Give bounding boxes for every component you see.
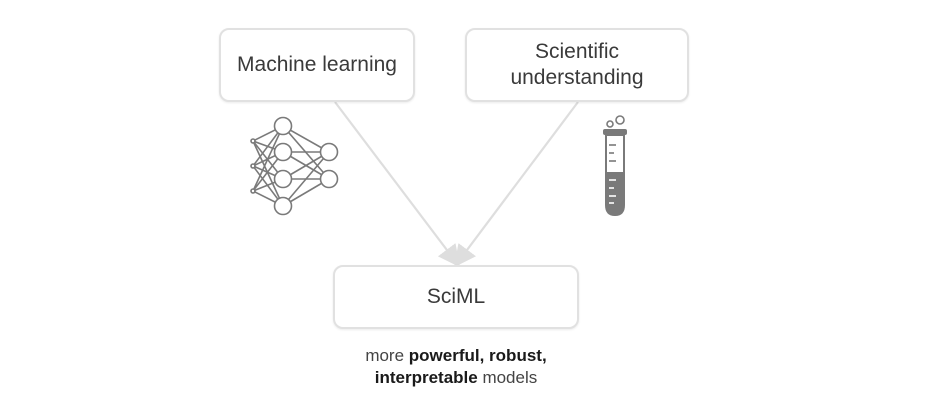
machine-learning-label: Machine learning bbox=[237, 52, 397, 76]
arrow-ml-to-sciml bbox=[334, 101, 460, 268]
bubble-small bbox=[606, 120, 614, 128]
caption-plain-1: more bbox=[365, 346, 409, 365]
arrow-sci-to-sciml bbox=[454, 101, 579, 268]
tube-liquid bbox=[606, 172, 624, 215]
caption-line-2: interpretable models bbox=[300, 367, 612, 389]
scientific-understanding-label: Scientific understanding bbox=[510, 39, 644, 89]
test-tube-icon bbox=[603, 115, 627, 217]
caption-line-1: more powerful, robust, bbox=[300, 345, 612, 367]
caption-bold-1: powerful, robust, bbox=[408, 346, 547, 365]
caption: more powerful, robust, interpretable mod… bbox=[300, 345, 612, 389]
caption-bold-2: interpretable bbox=[374, 368, 478, 387]
scientific-understanding-box: Scientific understanding bbox=[465, 28, 689, 102]
neural-network-icon bbox=[250, 116, 339, 216]
nn-nodes bbox=[250, 116, 339, 216]
machine-learning-box: Machine learning bbox=[219, 28, 415, 102]
tube-liquid-markings bbox=[609, 179, 616, 204]
tube-markings bbox=[609, 144, 616, 162]
caption-plain-2: models bbox=[477, 368, 538, 387]
sciml-box: SciML bbox=[333, 265, 579, 329]
nn-connections bbox=[252, 125, 330, 207]
bubble-large bbox=[615, 115, 625, 125]
sciml-label: SciML bbox=[426, 284, 486, 308]
tube-rim bbox=[603, 129, 627, 135]
